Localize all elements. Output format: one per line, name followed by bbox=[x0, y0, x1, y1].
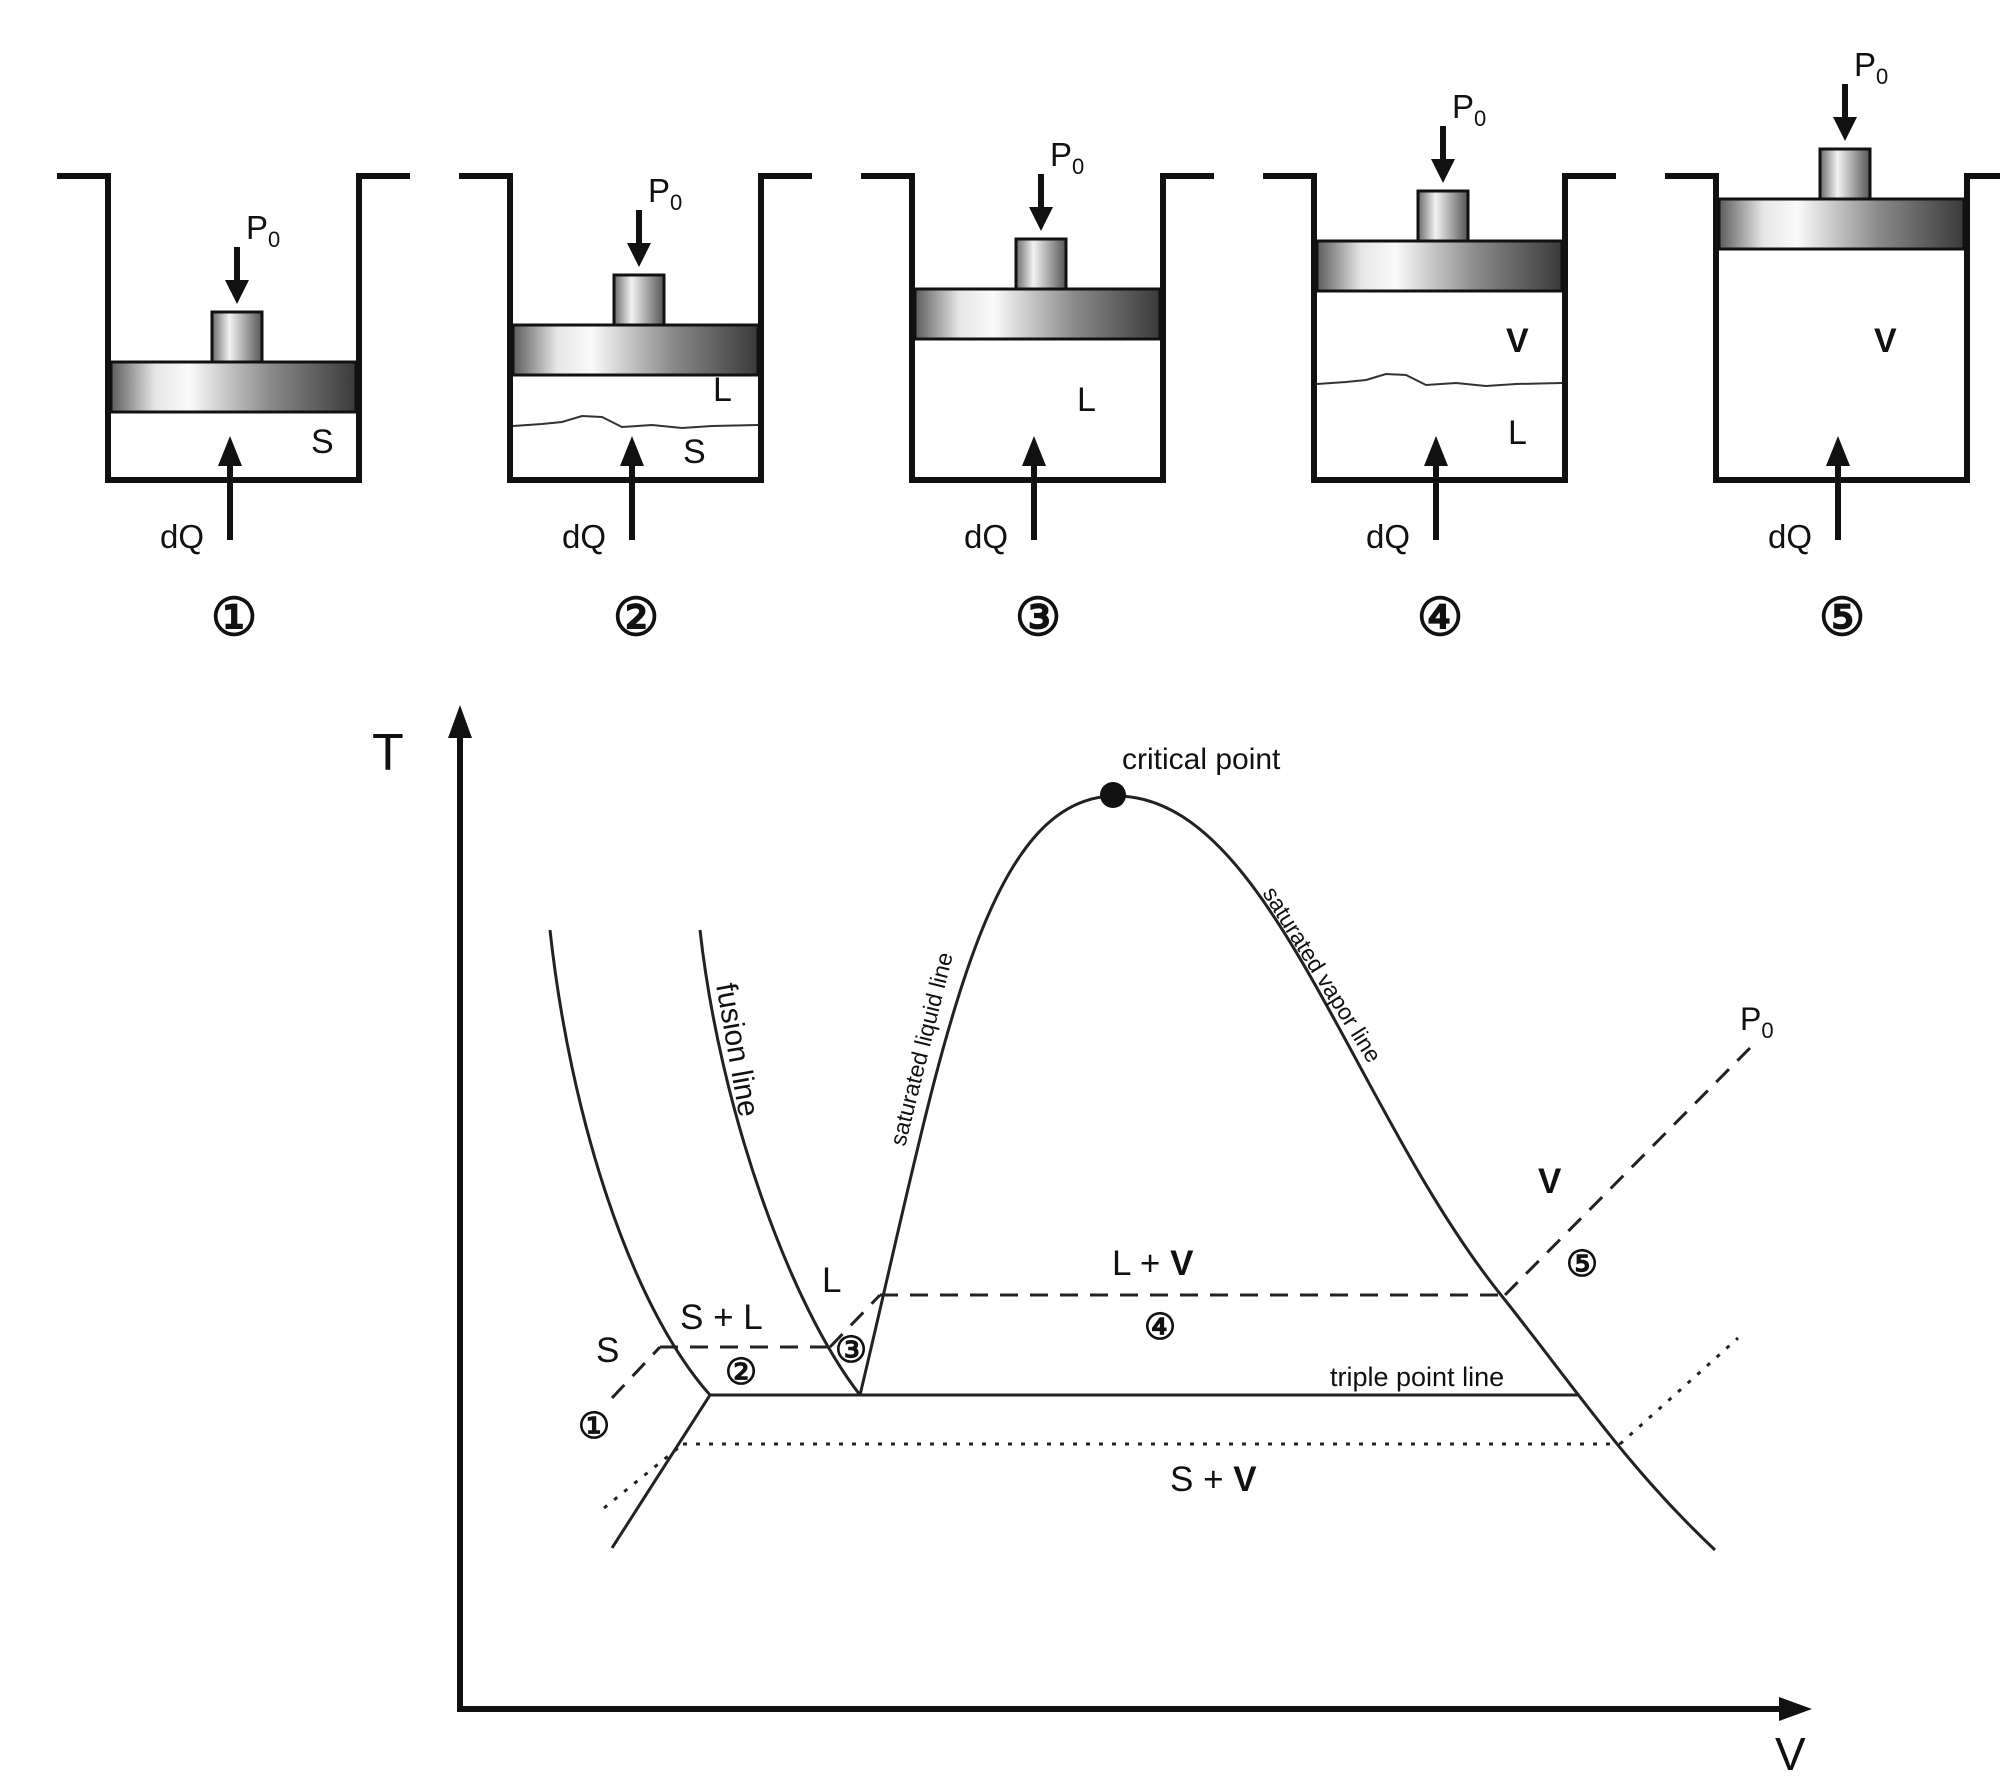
piston-plate bbox=[1315, 239, 1564, 293]
piston-plate bbox=[913, 287, 1162, 341]
piston-plate bbox=[1717, 197, 1966, 251]
cylinder-wall bbox=[1263, 173, 1616, 483]
pressure-arrow-head bbox=[1833, 117, 1857, 141]
heat-arrow-head bbox=[1424, 436, 1448, 466]
saturated-liquid-line bbox=[858, 794, 1114, 1396]
heat-arrow-head bbox=[1826, 436, 1850, 466]
cylinder-wall bbox=[57, 173, 410, 483]
pressure-label: P0 bbox=[246, 209, 280, 252]
pressure-label: P0 bbox=[648, 172, 682, 215]
piston-rod bbox=[1818, 147, 1872, 201]
piston-plate bbox=[511, 323, 760, 377]
diagram-marker-4: ④ bbox=[1144, 1306, 1176, 1348]
isobar-liquid-segment bbox=[828, 1293, 882, 1349]
critical-point-label: critical point bbox=[1122, 743, 1281, 776]
heat-input-label: dQ bbox=[1768, 518, 1812, 555]
region-solid-label: S bbox=[596, 1331, 619, 1370]
heat-input-label: dQ bbox=[562, 518, 606, 555]
pressure-arrow-head bbox=[627, 243, 651, 267]
heat-arrow-head bbox=[218, 436, 242, 466]
critical-point-dot bbox=[1100, 782, 1126, 808]
tv-phase-diagram: T V critical point P0 fusion line satur bbox=[372, 705, 1812, 1777]
upper-phase-label: L bbox=[713, 371, 732, 409]
lower-isobar-dotted bbox=[603, 1336, 1740, 1510]
piston-rod bbox=[1014, 237, 1068, 291]
step-marker: ① bbox=[211, 587, 258, 648]
diagram-marker-5: ⑤ bbox=[1566, 1243, 1598, 1285]
region-liquid-label: L bbox=[822, 1261, 841, 1300]
step-marker: ③ bbox=[1015, 587, 1062, 648]
v-axis-arrowhead bbox=[1779, 1697, 1812, 1721]
region-solid-vapor-label: S + V bbox=[1170, 1460, 1257, 1499]
isobar-p0 bbox=[610, 1046, 1752, 1400]
piston-rod bbox=[612, 273, 666, 327]
dotted-solid-segment bbox=[603, 1442, 684, 1510]
fusion-line bbox=[698, 929, 862, 1396]
region-vapor-label: V bbox=[1538, 1162, 1562, 1201]
isobar-solid-segment bbox=[610, 1345, 662, 1400]
diagram-marker-1: ① bbox=[578, 1405, 610, 1447]
heat-input-label: dQ bbox=[964, 518, 1008, 555]
fusion-line-label: fusion line bbox=[709, 980, 765, 1119]
phase-interface bbox=[1316, 372, 1563, 388]
cylinder-wall bbox=[861, 173, 1214, 483]
pressure-arrow-head bbox=[225, 280, 249, 304]
pressure-label: P0 bbox=[1452, 88, 1486, 131]
lower-phase-label: L bbox=[1508, 414, 1527, 452]
pressure-arrow-head bbox=[1029, 207, 1053, 231]
step-marker: ② bbox=[613, 587, 660, 648]
solid-sublimation-boundary bbox=[610, 1394, 712, 1549]
cylinder-wall bbox=[459, 173, 812, 483]
heat-arrow-head bbox=[1022, 436, 1046, 466]
region-liquid-vapor-label: L + V bbox=[1112, 1244, 1194, 1283]
pressure-arrow-head bbox=[1431, 159, 1455, 183]
pressure-label: P0 bbox=[1050, 136, 1084, 179]
step-marker: ④ bbox=[1417, 587, 1464, 648]
isobar-label: P0 bbox=[1740, 1001, 1774, 1043]
pressure-label: P0 bbox=[1854, 46, 1888, 89]
solid-left-boundary bbox=[548, 929, 712, 1396]
lower-phase-label: L bbox=[1077, 381, 1096, 419]
lower-phase-label: S bbox=[311, 423, 334, 461]
triple-point-line-label: triple point line bbox=[1330, 1362, 1504, 1392]
heat-input-label: dQ bbox=[160, 518, 204, 555]
heat-arrow-head bbox=[620, 436, 644, 466]
dotted-vapor-segment bbox=[1618, 1336, 1740, 1446]
heat-input-label: dQ bbox=[1366, 518, 1410, 555]
step-marker: ⑤ bbox=[1819, 587, 1866, 648]
cylinder-wall bbox=[1665, 173, 2000, 483]
phase-interface bbox=[512, 414, 759, 430]
region-solid-liquid-label: S + L bbox=[680, 1298, 763, 1337]
diagram-marker-2: ② bbox=[725, 1351, 757, 1393]
diagram-marker-3: ③ bbox=[835, 1329, 867, 1371]
lower-phase-label: S bbox=[683, 433, 706, 471]
saturated-liquid-line-label: saturated liquid line bbox=[885, 950, 958, 1149]
piston-rod bbox=[1416, 189, 1470, 243]
v-axis-label: V bbox=[1775, 1728, 1806, 1777]
piston-rod bbox=[210, 310, 264, 364]
t-axis-arrowhead bbox=[448, 705, 472, 738]
upper-phase-label: V bbox=[1506, 322, 1529, 360]
t-axis-label: T bbox=[372, 724, 404, 782]
saturated-vapor-line bbox=[1112, 794, 1717, 1552]
saturated-vapor-line-label: saturated vapor line bbox=[1258, 882, 1387, 1067]
lower-phase-label: V bbox=[1874, 322, 1897, 360]
piston-plate bbox=[109, 360, 358, 414]
